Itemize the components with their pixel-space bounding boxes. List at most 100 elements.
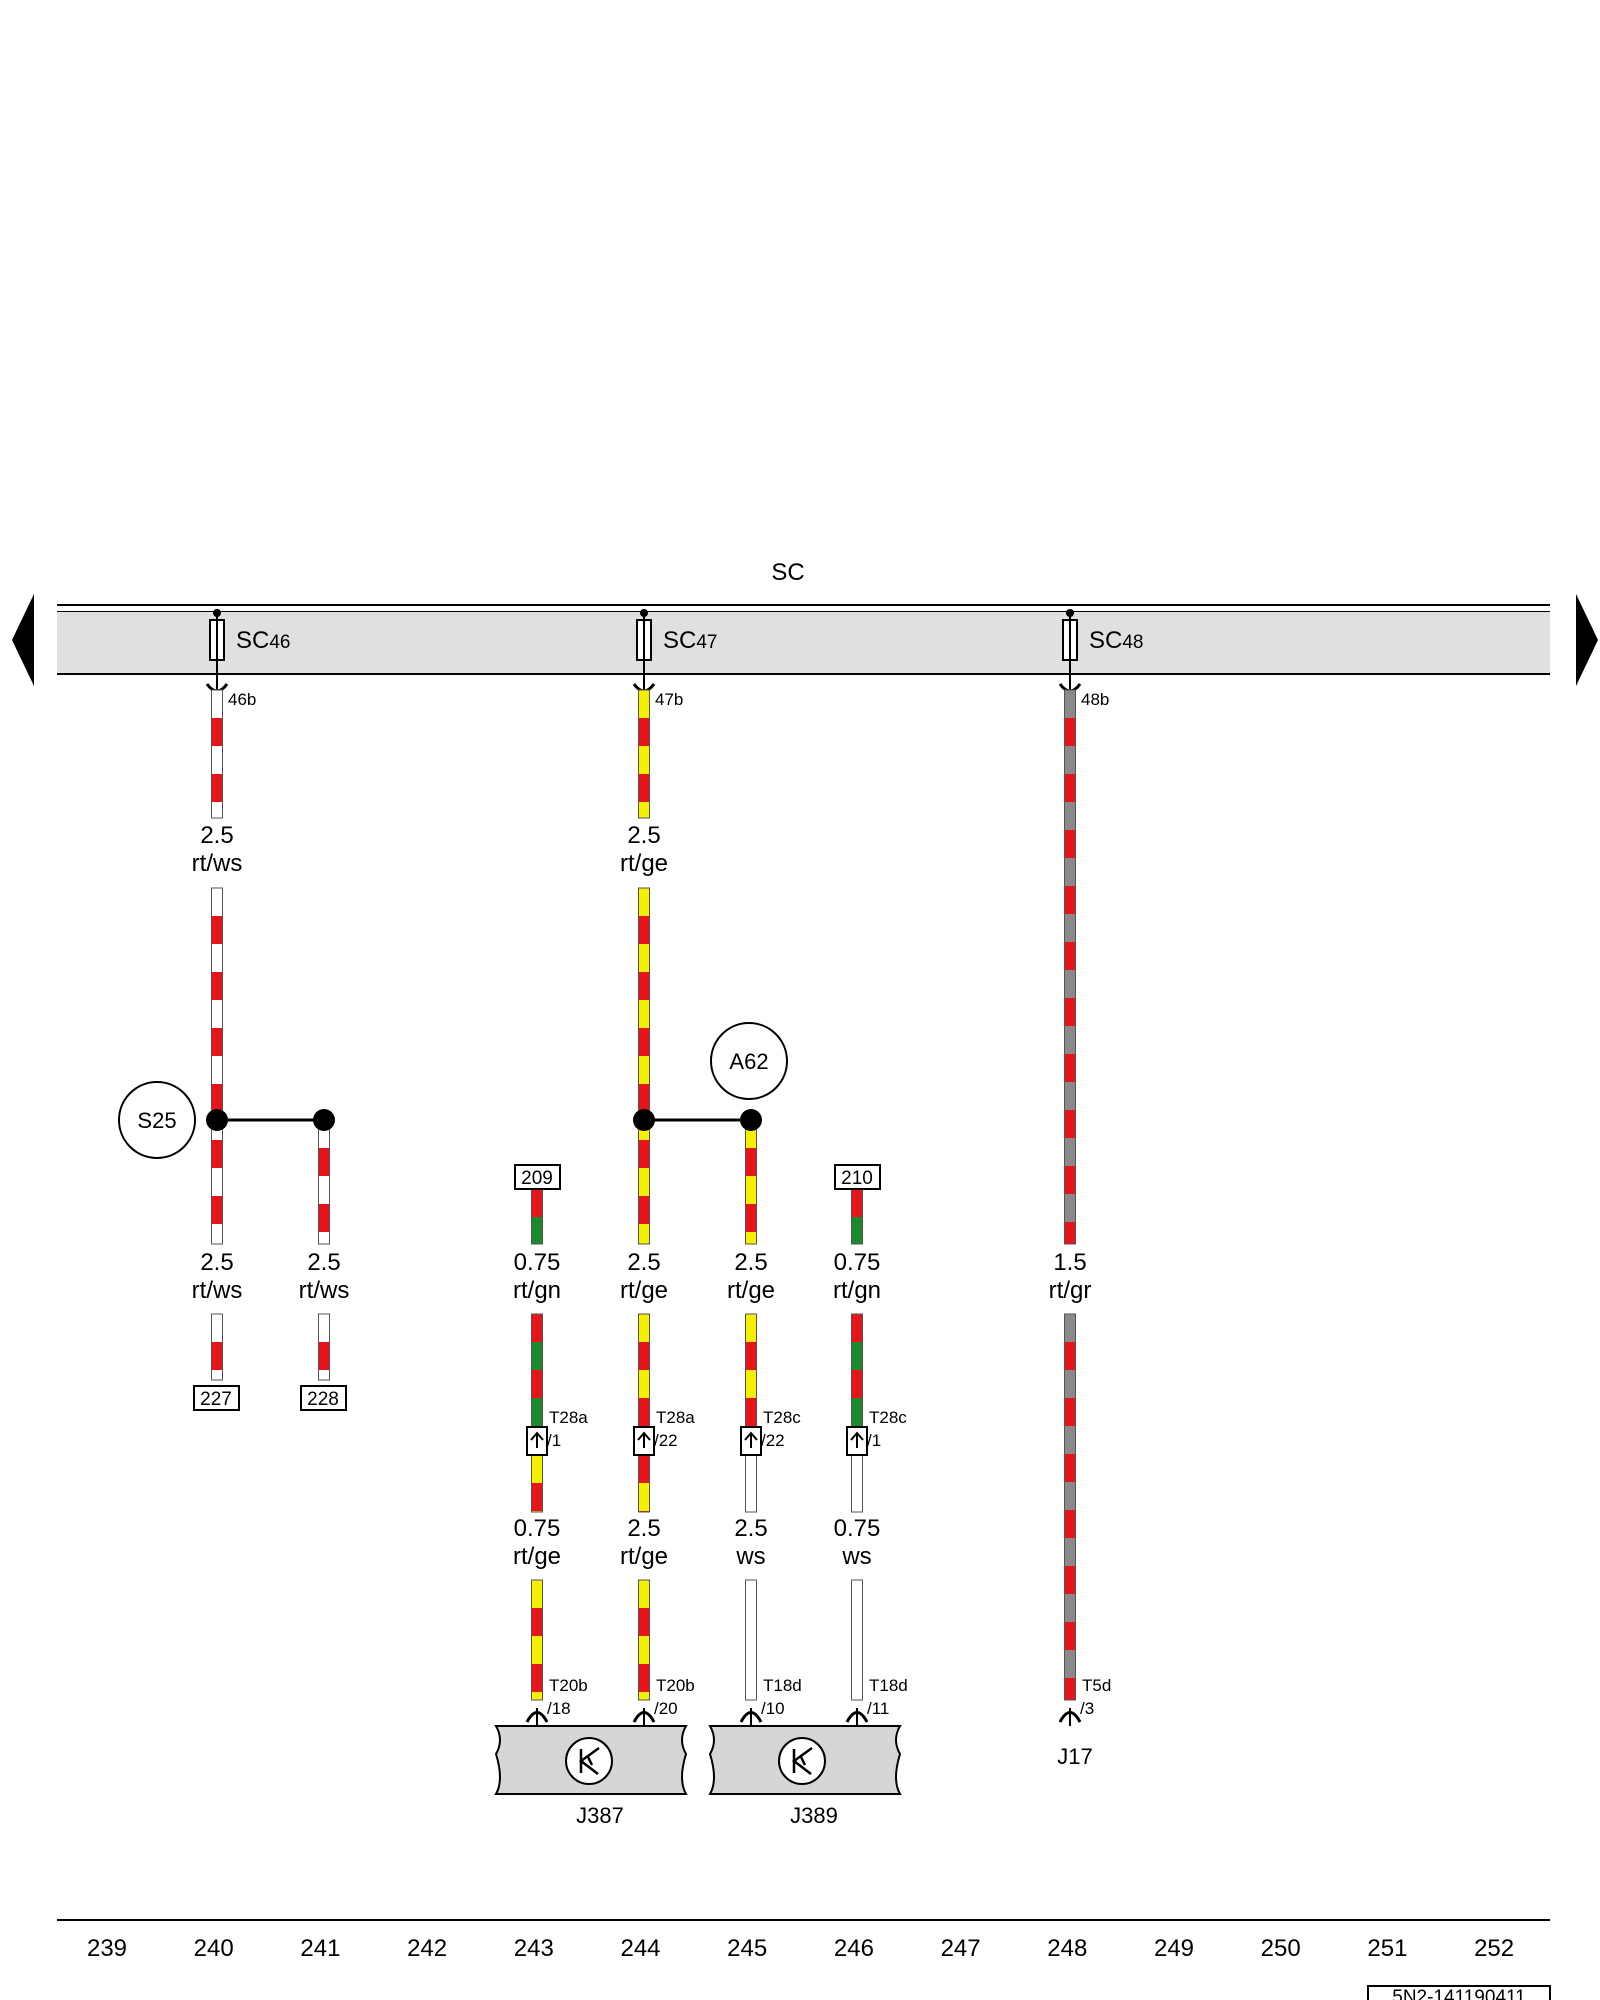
wire-size: 2.5 <box>307 1249 340 1276</box>
svg-text:SC47: SC47 <box>663 627 717 654</box>
fuse-sc46: SC46 <box>209 609 290 690</box>
fuse-number: 46 <box>269 632 290 653</box>
connector-pin: /22 <box>654 1431 678 1450</box>
fuse-name: SC <box>236 627 269 654</box>
fuse-name: SC <box>663 627 696 654</box>
wire-segment <box>745 1119 757 1245</box>
grid-number: 252 <box>1474 1935 1514 1962</box>
pin-label-47b: 47b <box>655 690 683 709</box>
connector-pin: /1 <box>547 1431 561 1450</box>
junction-dot <box>633 1109 655 1131</box>
connector-name: T28a <box>656 1408 695 1427</box>
grid-number: 244 <box>620 1935 660 1962</box>
wire-segment <box>851 1188 863 1245</box>
wire-color: rt/ge <box>620 1543 668 1570</box>
wire-color: rt/ws <box>192 850 243 877</box>
grid-number: 251 <box>1367 1935 1407 1962</box>
wire-segment <box>211 689 223 819</box>
wire-segment <box>211 1313 223 1381</box>
wire-segment <box>745 1313 757 1428</box>
wire-segment <box>211 887 223 1245</box>
connector-pin: /20 <box>654 1699 678 1718</box>
bus-label: SC <box>771 559 804 586</box>
bus-left-arrow <box>12 594 34 686</box>
grid-number: 247 <box>941 1935 981 1962</box>
wire-segment <box>745 1454 757 1513</box>
wire-size: 2.5 <box>627 822 660 849</box>
document-id-box: 5N2-141190411 <box>1367 1985 1551 2000</box>
module-j389: J389 <box>708 1725 902 1828</box>
svg-text:SC48: SC48 <box>1089 627 1143 654</box>
wire-size: 1.5 <box>1053 1249 1086 1276</box>
svg-text:SC46: SC46 <box>236 627 290 654</box>
grid-number: 250 <box>1261 1935 1301 1962</box>
connector-t18d-10: T18d /10 <box>739 1676 802 1726</box>
grid-number: 245 <box>727 1935 767 1962</box>
ref-209-text: 209 <box>521 1168 553 1189</box>
connector-name: T18d <box>763 1676 802 1695</box>
wire-segment <box>638 1313 650 1428</box>
connector-name: T20b <box>656 1676 695 1695</box>
wire-segment <box>851 1454 863 1513</box>
wire-segment <box>531 1579 543 1701</box>
connector-pin: /22 <box>761 1431 785 1450</box>
pin-label-46b: 46b <box>228 690 256 709</box>
fuse-name: SC <box>1089 627 1122 654</box>
ref-box-209: 209 <box>514 1164 561 1190</box>
document-id: 5N2-141190411 <box>1392 1987 1525 2000</box>
wire-size: 2.5 <box>200 822 233 849</box>
pin-label-48b: 48b <box>1081 690 1109 709</box>
connector-pin: /11 <box>867 1699 889 1718</box>
wire-color: ws <box>735 1543 765 1570</box>
wire-color: rt/ws <box>192 1277 243 1304</box>
wire-segment <box>638 1579 650 1701</box>
control-unit-icon <box>778 1737 826 1785</box>
wire-segment <box>638 887 650 1245</box>
grid-number: 241 <box>300 1935 340 1962</box>
connector-name: T28a <box>549 1408 588 1427</box>
bus-right-arrow <box>1576 594 1598 686</box>
wire-size: 2.5 <box>627 1515 660 1542</box>
wire-segment <box>851 1313 863 1428</box>
ref-210-text: 210 <box>841 1168 873 1189</box>
grid-number: 246 <box>834 1935 874 1962</box>
connector-name: T20b <box>549 1676 588 1695</box>
ref-box-210: 210 <box>834 1164 881 1190</box>
component-label: J389 <box>790 1803 838 1828</box>
junction-dot <box>740 1109 762 1131</box>
wire-segment <box>531 1313 543 1428</box>
grid-number: 243 <box>514 1935 554 1962</box>
connector-t20b-20: T20b /20 <box>632 1676 695 1726</box>
connector-name: T18d <box>869 1676 908 1695</box>
grid-number: 248 <box>1047 1935 1087 1962</box>
ref-227-text: 227 <box>200 1389 232 1410</box>
wire-color: rt/gr <box>1049 1277 1092 1304</box>
junction-dot <box>206 1109 228 1131</box>
wire-color: rt/gn <box>833 1277 881 1304</box>
component-label: J387 <box>576 1803 624 1828</box>
component-label-j17: J17 <box>1057 1744 1092 1769</box>
connector-name: T28c <box>869 1408 907 1427</box>
splice-a62-label: A62 <box>729 1049 768 1074</box>
wire-size: 2.5 <box>734 1249 767 1276</box>
wire-size: 2.5 <box>627 1249 660 1276</box>
wire-size: 0.75 <box>514 1515 561 1542</box>
connector-pin: /1 <box>867 1431 881 1450</box>
grid-number: 240 <box>194 1935 234 1962</box>
wire-color: ws <box>841 1543 871 1570</box>
ref-228-text: 228 <box>307 1389 339 1410</box>
wire-segment <box>1064 1313 1076 1701</box>
wire-color: rt/ws <box>299 1277 350 1304</box>
connector-t20b-18: T20b /18 <box>525 1676 588 1726</box>
wire-size: 0.75 <box>834 1515 881 1542</box>
connector-t5d-3: T5d /3 <box>1058 1676 1111 1726</box>
splice-s25: S25 <box>118 1081 196 1159</box>
wire-segment <box>638 1454 650 1513</box>
wire-color: rt/ge <box>620 1277 668 1304</box>
connector-pin: /18 <box>547 1699 571 1718</box>
wire-segment <box>851 1579 863 1701</box>
connector-pin: /3 <box>1080 1699 1094 1718</box>
ref-box-228: 228 <box>300 1385 347 1411</box>
